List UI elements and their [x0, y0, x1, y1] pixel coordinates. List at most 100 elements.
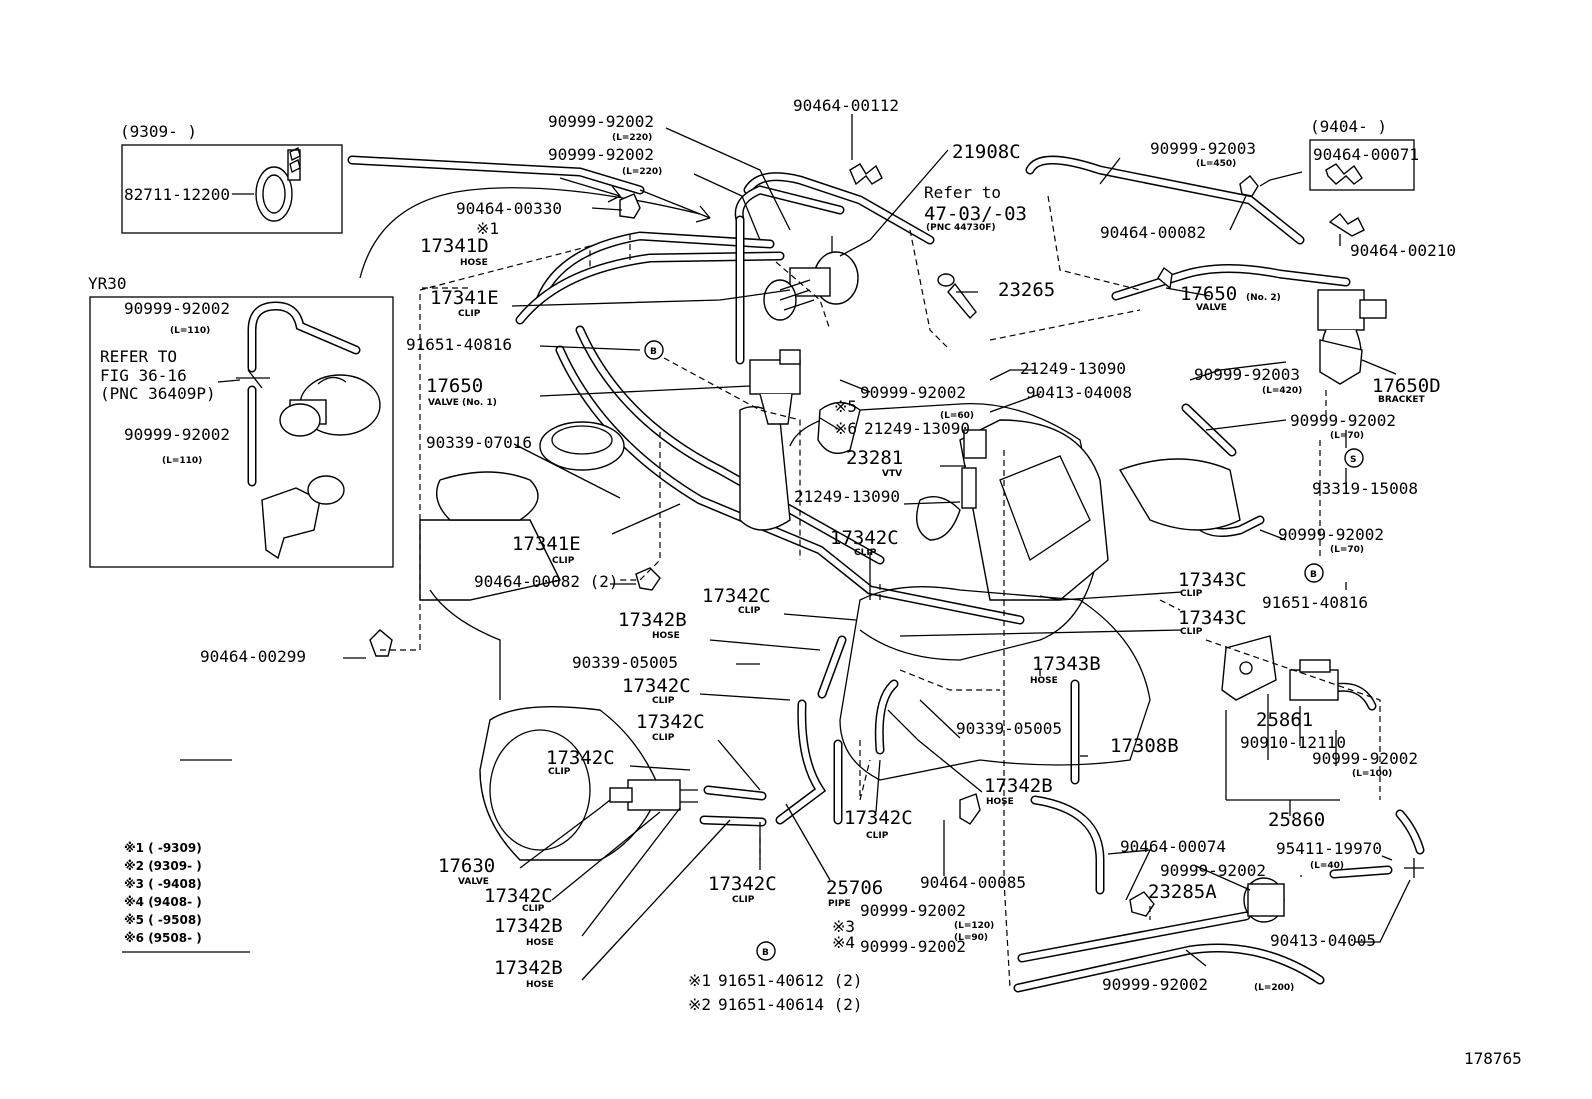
label-17650-no2-sub: VALVE [1196, 303, 1227, 313]
label-17650-no1: 17650 [426, 375, 483, 397]
label-25861: 25861 [1256, 709, 1313, 731]
label-17343c-a-sub: CLIP [1180, 589, 1203, 599]
label-90999-92002-j: 90999-92002 [1102, 975, 1208, 994]
inset-vsv-icon [279, 374, 381, 437]
vsv-17650-no2-icon [1317, 289, 1387, 367]
part-labels: 90464-00112 90999-92002 (L=220) 90999-92… [200, 96, 1456, 1014]
label-91651-40816-a: 91651-40816 [406, 335, 512, 354]
label-17342c-c-sub: CLIP [652, 696, 675, 706]
tee-90413-icon [1404, 858, 1424, 878]
label-17343b-sub: HOSE [1030, 676, 1058, 686]
label-17650-no2: 17650 [1180, 283, 1237, 305]
label-21249-13090-b: 21249-13090 [864, 419, 970, 438]
inset-9404: (9404- ) 90464-00071 [1309, 117, 1419, 191]
label-17342c-c: 17342C [622, 675, 691, 697]
dashed-lines [380, 195, 1381, 989]
label-17342c-a: 17342C [830, 527, 899, 549]
label-17650d-sub: BRACKET [1378, 395, 1425, 405]
label-17342c-d-sub: CLIP [652, 733, 675, 743]
label-21249-13090-a: 21249-13090 [1020, 359, 1126, 378]
callout-b-1-text: B [650, 347, 657, 357]
vsv-90910-icon [1289, 659, 1339, 701]
label-17342c-d: 17342C [636, 711, 705, 733]
sensor-23265-icon [937, 273, 977, 320]
label-91651-40612: 91651-40612 (2) [718, 971, 863, 990]
label-90999-92002-b: 90999-92002 [548, 145, 654, 164]
label-mark4: ※4 [832, 933, 855, 952]
legend-item-5: ※5 ( -9508) [124, 913, 202, 927]
label-90999-92003-a-len: (L=450) [1196, 159, 1236, 169]
label-17341d-sub: HOSE [460, 258, 488, 268]
label-90464-00210: 90464-00210 [1350, 241, 1456, 260]
label-17343c-b: 17343C [1178, 607, 1247, 629]
label-17342b-a: 17342B [618, 609, 687, 631]
label-90910-12110: 90910-12110 [1240, 733, 1346, 752]
label-90464-00074: 90464-00074 [1120, 837, 1226, 856]
inset-yr30-hose2: 90999-92002 [124, 425, 230, 444]
callout-b-3-text: B [762, 948, 769, 958]
figure-number: 178765 [1464, 1049, 1522, 1068]
label-90464-00082-2: 90464-00082 (2) [474, 572, 619, 591]
legend-item-2: ※2 (9309- ) [124, 859, 202, 873]
clamp-82711-icon [255, 147, 301, 222]
label-17342b-d: 17342B [494, 957, 563, 979]
label-90999-92002-c: 90999-92002 [860, 383, 966, 402]
legend-item-6: ※6 (9508- ) [124, 931, 202, 945]
inset-yr30-refer-line2: FIG 36-16 [100, 366, 187, 385]
label-mark5: ※5 [834, 397, 857, 416]
label-17341e-a: 17341E [430, 287, 499, 309]
label-17342c-f-sub: CLIP [866, 831, 889, 841]
label-90464-00112: 90464-00112 [793, 96, 899, 115]
label-90339-07016: 90339-07016 [426, 433, 532, 452]
label-17342c-b-sub: CLIP [738, 606, 761, 616]
label-refer-to: Refer to [924, 183, 1001, 202]
legend-item-4: ※4 (9408- ) [124, 895, 202, 909]
label-90464-00085: 90464-00085 [920, 873, 1026, 892]
leader-lines [180, 114, 1411, 981]
label-90999-92002-e-len: (L=70) [1330, 545, 1364, 555]
label-17342b-c: 17342B [494, 915, 563, 937]
label-25860: 25860 [1268, 809, 1325, 831]
label-17342c-e: 17342C [546, 747, 615, 769]
callout-b-3: B [756, 941, 776, 961]
label-21249-13090-c: 21249-13090 [794, 487, 900, 506]
label-17342b-b-sub: HOSE [986, 797, 1014, 807]
label-90999-92002-j-len: (L=200) [1254, 983, 1294, 993]
label-17342b-c-sub: HOSE [526, 938, 554, 948]
label-mark2-bottom: ※2 [688, 995, 711, 1014]
legend-item-1: ※1 ( -9309) [124, 841, 202, 855]
label-23265: 23265 [998, 279, 1055, 301]
label-17630-sub: VALVE [458, 877, 489, 887]
callout-b-1: B [644, 340, 664, 360]
label-17630: 17630 [438, 855, 495, 877]
label-17341e-b: 17341E [512, 533, 581, 555]
label-93319-15008: 93319-15008 [1312, 479, 1418, 498]
label-17343b: 17343B [1032, 653, 1101, 675]
components: B B B S [369, 163, 1424, 961]
label-17341d: 17341D [420, 235, 489, 257]
inset-yr30-hose1-len: (L=110) [170, 326, 210, 336]
vsv-17650-no1-icon [749, 349, 801, 425]
label-17650-no1-sub: VALVE (No. 1) [428, 398, 497, 408]
label-refer-pnc: (PNC 44730F) [926, 223, 996, 233]
callout-s-1: S [1344, 448, 1364, 468]
inset-bracket-icon [261, 475, 345, 560]
label-90464-00330: 90464-00330 [456, 199, 562, 218]
clips [369, 163, 1365, 917]
callout-b-2: B [1304, 563, 1324, 583]
inset-9309: (9309- ) 82711-12200 [120, 122, 343, 234]
sensor-25861-icon [1221, 635, 1277, 701]
label-17308b: 17308B [1110, 735, 1179, 757]
label-90999-92002-a: 90999-92002 [548, 112, 654, 131]
engine-outline [419, 401, 1241, 861]
label-90464-00082: 90464-00082 [1100, 223, 1206, 242]
label-90999-92002-i: 90999-92002 [860, 937, 966, 956]
label-90999-92002-h: 90999-92002 [860, 901, 966, 920]
label-mark6: ※6 [834, 419, 857, 438]
label-95411-19970: 95411-19970 [1276, 839, 1382, 858]
inset-yr30-title: YR30 [88, 274, 127, 293]
label-91651-40816-b: 91651-40816 [1262, 593, 1368, 612]
label-25706-sub: PIPE [828, 899, 851, 909]
label-17650d: 17650D [1372, 375, 1441, 397]
label-21908c: 21908C [952, 141, 1021, 163]
